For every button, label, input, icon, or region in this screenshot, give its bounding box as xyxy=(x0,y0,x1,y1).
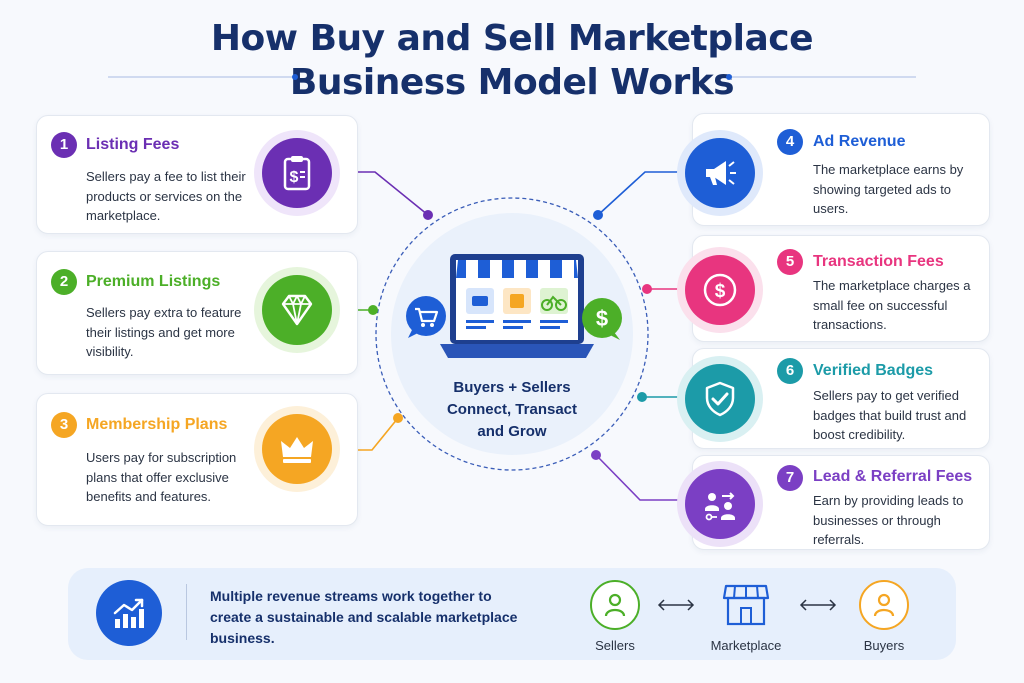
buyers-label: Buyers xyxy=(863,638,905,653)
card-number-badge: 3 xyxy=(51,412,77,438)
page-title-line-1: How Buy and Sell Marketplace xyxy=(210,18,814,59)
center-text-line-2: Connect, Transact xyxy=(446,401,578,418)
card-title: Lead & Referral Fees xyxy=(813,468,973,485)
shield-check-icon xyxy=(685,364,755,434)
double-arrow-icon xyxy=(799,599,837,611)
lead-referral-icon-ring xyxy=(677,461,763,547)
summary-bar xyxy=(68,568,956,660)
premium-listings-icon-ring xyxy=(254,267,340,353)
svg-text:$: $ xyxy=(715,281,726,302)
crown-icon xyxy=(262,414,332,484)
referral-people-icon xyxy=(685,469,755,539)
ad-revenue-icon-ring xyxy=(677,130,763,216)
membership-plans-icon-ring xyxy=(254,406,340,492)
buyers-person-icon xyxy=(859,580,909,630)
double-arrow-icon xyxy=(657,599,695,611)
shopping-cart-icon xyxy=(406,296,446,338)
listing-fees-icon-ring: $ xyxy=(254,130,340,216)
page-title-line-2: Business Model Works xyxy=(289,62,735,103)
verified-badges-icon-ring xyxy=(677,356,763,442)
sellers-label: Sellers xyxy=(595,638,635,653)
growth-chart-icon xyxy=(96,580,162,646)
card-title: Premium Listings xyxy=(86,273,221,290)
marketplace-store-icon xyxy=(722,584,770,626)
clipboard-dollar-icon: $ xyxy=(262,138,332,208)
card-title: Membership Plans xyxy=(86,416,228,433)
transaction-fees-icon-ring: $ xyxy=(677,247,763,333)
svg-text:$: $ xyxy=(290,169,299,186)
megaphone-icon xyxy=(685,138,755,208)
card-title: Listing Fees xyxy=(86,136,180,153)
card-number-badge: 7 xyxy=(777,465,803,491)
card-number-badge: 5 xyxy=(777,249,803,275)
center-text-line-3: and Grow xyxy=(477,423,547,440)
card-title: Transaction Fees xyxy=(813,253,944,270)
card-number-badge: 6 xyxy=(777,358,803,384)
card-number-badge: 2 xyxy=(51,269,77,295)
center-text-line-1: Buyers + Sellers xyxy=(453,379,571,396)
marketplace-label: Marketplace xyxy=(710,638,782,653)
footer-summary-text: Multiple revenue streams work together t… xyxy=(210,588,518,646)
diamond-icon xyxy=(262,275,332,345)
svg-text:$: $ xyxy=(596,306,608,331)
card-number-badge: 4 xyxy=(777,129,803,155)
sellers-person-icon xyxy=(590,580,640,630)
dollar-coin-icon: $ xyxy=(685,255,755,325)
footer-divider xyxy=(186,584,187,640)
laptop-store-icon xyxy=(440,254,594,358)
card-title: Ad Revenue xyxy=(813,133,906,150)
dollar-bubble-icon: $ xyxy=(582,298,622,340)
card-number-badge: 1 xyxy=(51,132,77,158)
card-title: Verified Badges xyxy=(813,362,934,379)
